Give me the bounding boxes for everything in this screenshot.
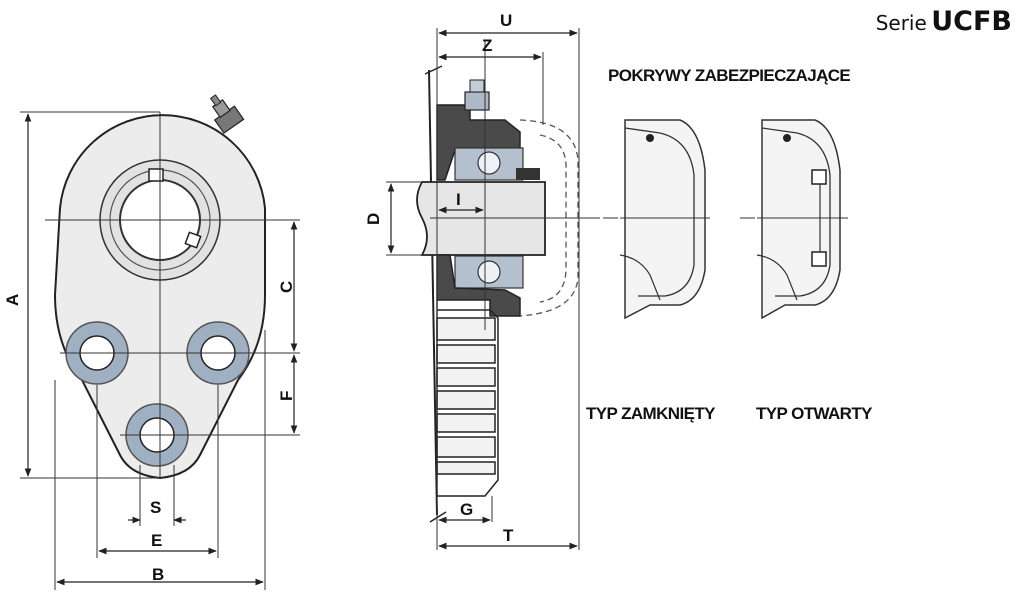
dim-Z-label: Z — [482, 36, 492, 55]
grease-nipple-front — [209, 94, 245, 134]
set-screw-side — [184, 231, 202, 249]
section-center-lines — [430, 40, 600, 330]
cover-closed — [603, 119, 710, 320]
set-screw-top — [148, 168, 164, 182]
series-code: UCFB — [931, 6, 1012, 37]
section-extension-lines — [386, 28, 580, 550]
dim-C-label: C — [277, 281, 296, 293]
cover-type-open-label: TYP OTWARTY — [756, 404, 872, 423]
dim-G-label: G — [460, 500, 473, 519]
dim-I-label: I — [456, 190, 461, 209]
front-view: A C F S E B — [3, 94, 300, 590]
flange-ribs — [436, 317, 496, 475]
dim-F-label: F — [277, 391, 296, 401]
section-cover-dashed — [519, 119, 579, 317]
dim-U-label: U — [500, 11, 512, 30]
cover-open — [740, 119, 848, 320]
open-cover-seal-upper — [811, 169, 827, 185]
series-title: Serie UCFB — [876, 6, 1012, 37]
dim-B-label: B — [152, 565, 164, 584]
front-center-lines — [45, 112, 300, 478]
dim-A-label: A — [3, 294, 22, 306]
covers-heading: POKRYWY ZABEZPIECZAJĄCE — [608, 66, 851, 85]
cover-type-closed-label: TYP ZAMKNIĘTY — [586, 404, 715, 423]
front-extension-lines — [20, 111, 266, 590]
open-cover-seal-lower — [811, 251, 827, 267]
dim-D-label: D — [364, 213, 383, 225]
dim-E-label: E — [151, 531, 162, 550]
section-view: U Z D I G T — [364, 11, 600, 550]
section-housing-lower — [436, 254, 521, 317]
series-label: Serie — [875, 11, 927, 35]
dim-S-label: S — [150, 498, 161, 517]
dim-T-label: T — [503, 526, 514, 545]
